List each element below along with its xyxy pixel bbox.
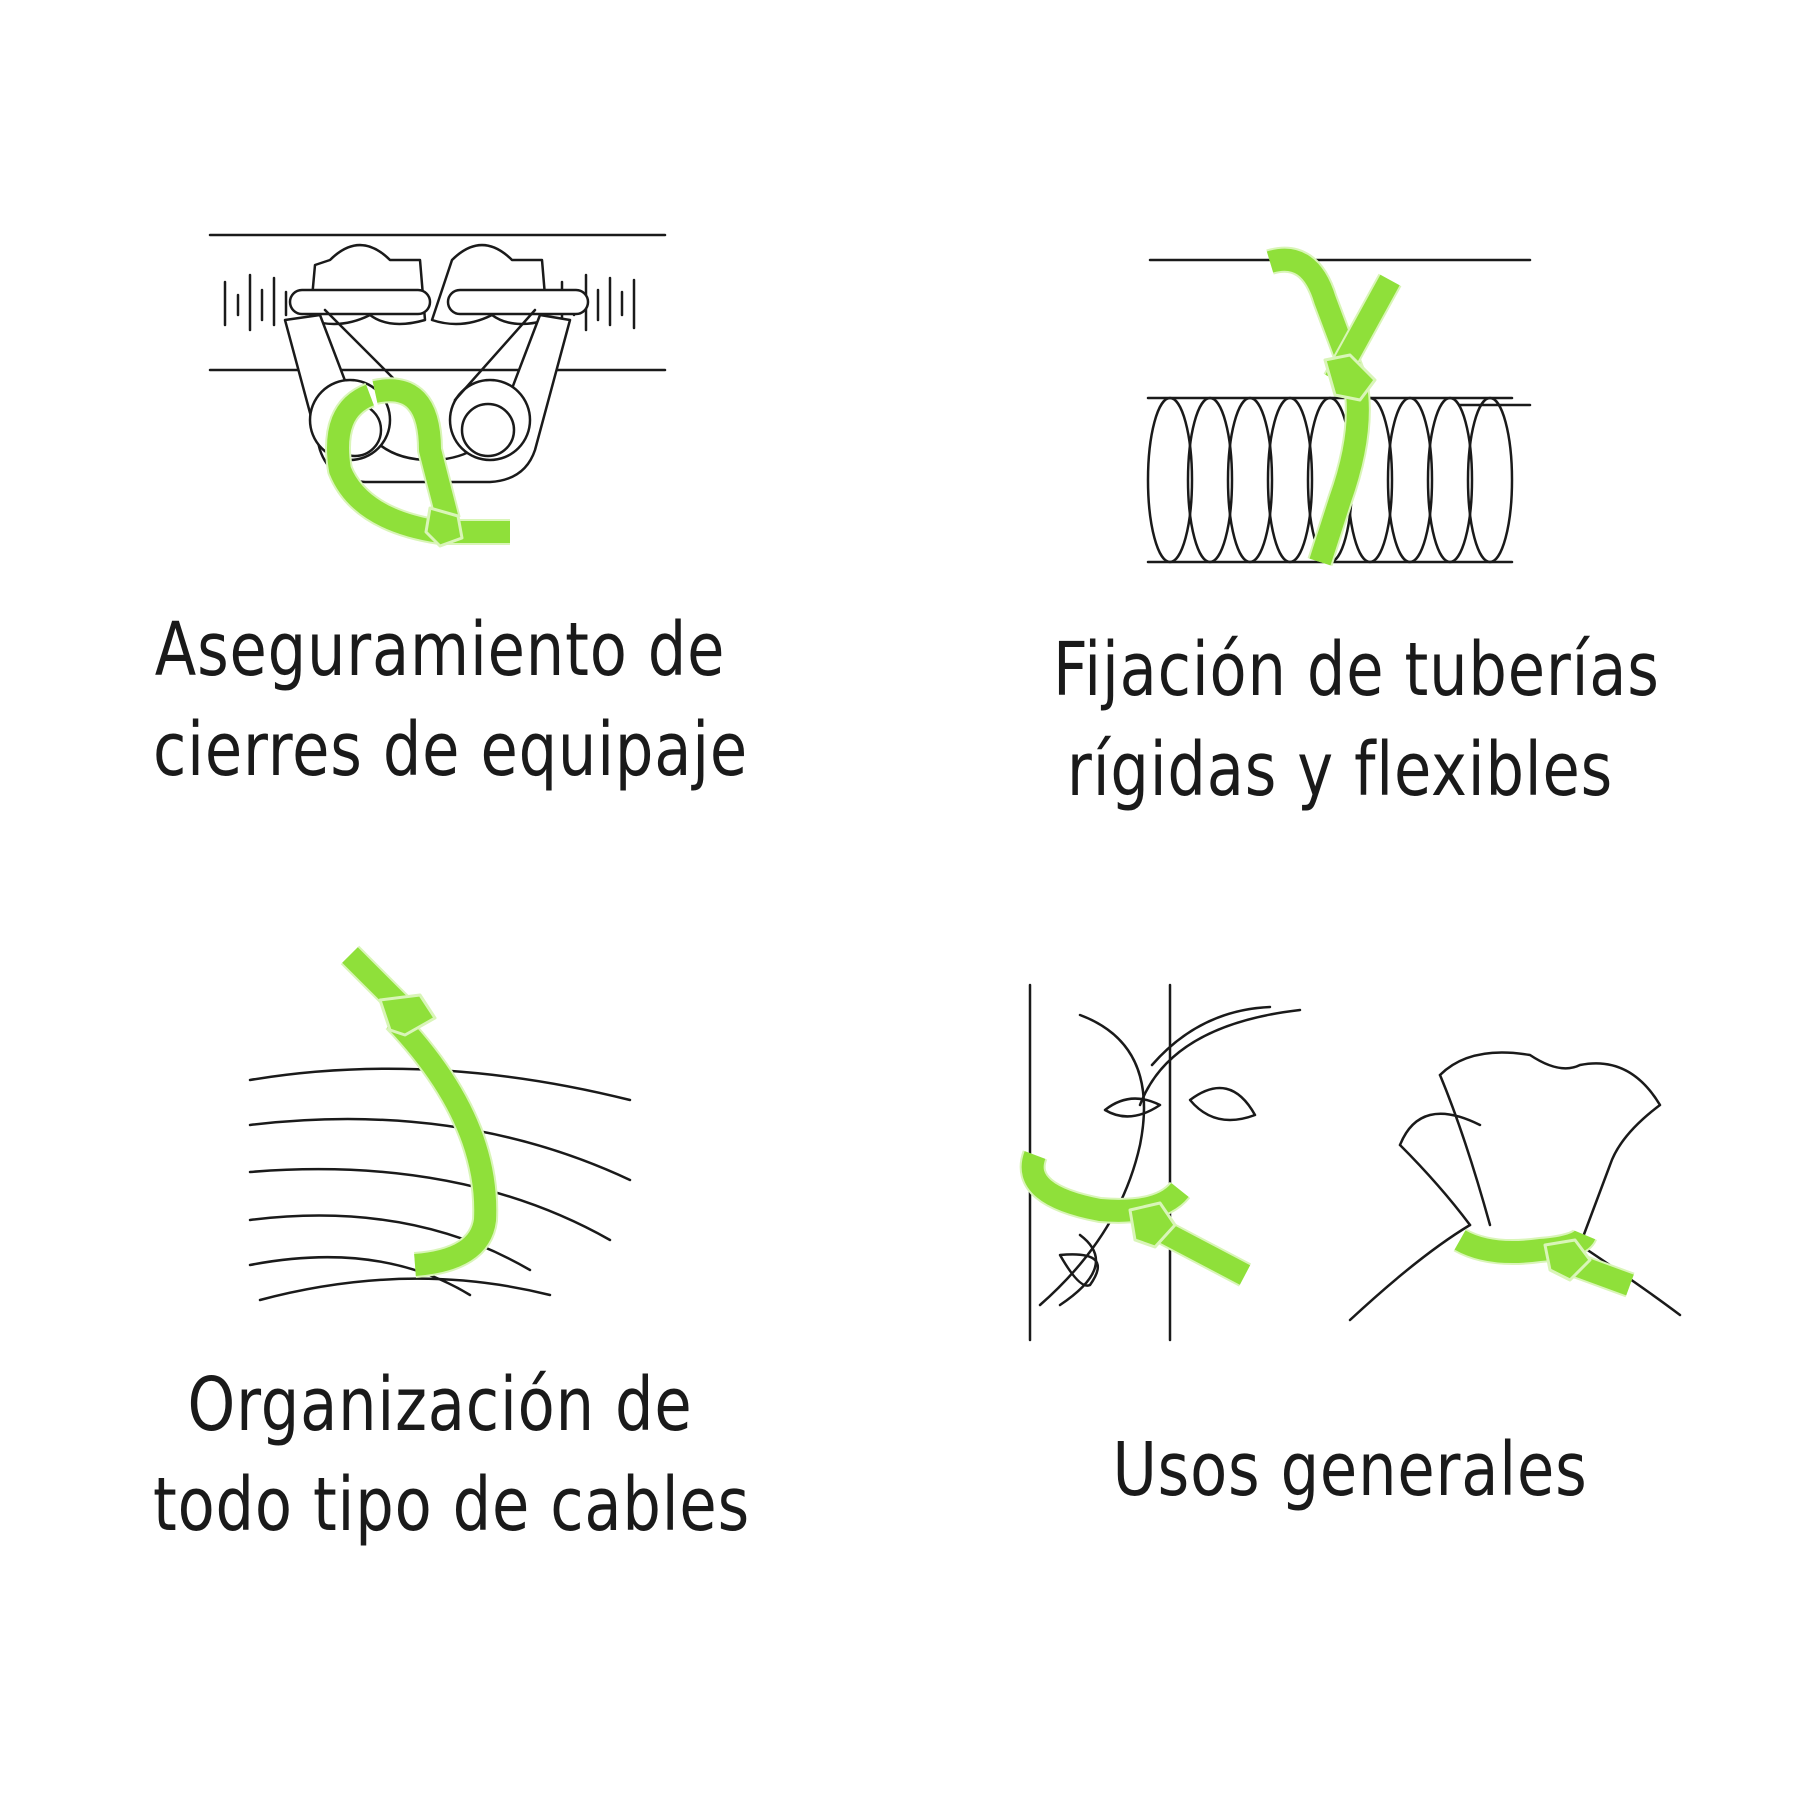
luggage-zipper-cable-tie-icon xyxy=(208,233,667,548)
caption-line: Aseguramiento de xyxy=(154,607,726,693)
caption-line: rígidas y flexibles xyxy=(1066,727,1614,813)
caption-luggage: Aseguramiento de cierres de equipaje xyxy=(153,600,749,800)
cables-cable-tie-icon xyxy=(248,945,632,1302)
caption-line: Organización de xyxy=(187,1362,693,1448)
plant-and-bag-cable-tie-icon xyxy=(1019,983,1682,1342)
caption-line: Fijación de tuberías xyxy=(1053,627,1660,713)
caption-pipe: Fijación de tuberías rígidas y flexibles xyxy=(1053,620,1660,820)
caption-line: Usos generales xyxy=(1112,1427,1588,1513)
caption-line: todo tipo de cables xyxy=(153,1462,751,1548)
caption-general: Usos generales xyxy=(1063,1420,1637,1520)
caption-line: cierres de equipaje xyxy=(153,707,749,793)
caption-cables: Organización de todo tipo de cables xyxy=(153,1355,751,1555)
pipe-cable-tie-icon xyxy=(1146,246,1532,566)
